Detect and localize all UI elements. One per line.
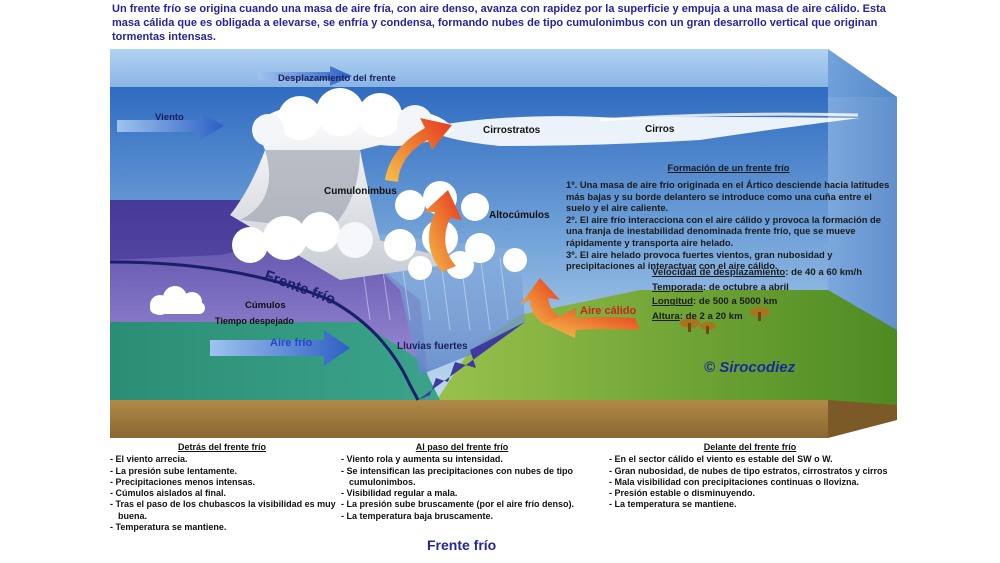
list-item: La presión sube bruscamente (por el aire… xyxy=(337,499,587,510)
label-cirros: Cirros xyxy=(645,124,675,135)
list-item: Cúmulos aislados al final. xyxy=(106,488,338,499)
label-lluvias: Lluvias fuertes xyxy=(397,341,468,352)
list-item: Tras el paso de los chubascos la visibil… xyxy=(106,499,338,522)
list-item: Se intensifican las precipitaciones con … xyxy=(337,466,587,489)
column-detras: Detrás del frente frío El viento arrecia… xyxy=(106,442,338,533)
list-item: La presión sube lentamente. xyxy=(106,466,338,477)
soil-side xyxy=(828,400,897,438)
front-wedge xyxy=(418,322,525,400)
stats-box: Velocidad de desplazamiento: de 40 a 60 … xyxy=(652,266,862,324)
list-item: En el sector cálido el viento es estable… xyxy=(605,454,895,465)
column-title: Detrás del frente frío xyxy=(177,442,267,452)
viento-arrow xyxy=(117,112,224,140)
label-cumulos: Cúmulos xyxy=(245,300,286,311)
cumulus-cloud xyxy=(150,286,205,315)
list-item: Visibilidad regular a mala. xyxy=(337,488,587,499)
aire-calido-arrow xyxy=(545,308,640,338)
list-item: El viento arrecia. xyxy=(106,454,338,465)
soil-front xyxy=(110,400,828,438)
desplazamiento-arrow xyxy=(258,66,352,86)
box-top xyxy=(110,49,897,97)
trees xyxy=(680,307,770,334)
aire-frio-arrow xyxy=(210,330,350,366)
stat-velocidad: Velocidad de desplazamiento: de 40 a 60 … xyxy=(652,267,863,278)
formation-box: Formación de un frente frío 1º. Una masa… xyxy=(566,162,891,273)
label-desplazamiento: Desplazamiento del frente xyxy=(278,73,396,84)
column-title: Al paso del frente frío xyxy=(415,442,509,452)
warm-arrow-middle xyxy=(424,190,462,272)
bottom-title: Frente frío xyxy=(427,537,497,553)
intro-text: Un frente frío se origina cuando una mas… xyxy=(112,3,886,43)
warm-arrow-lower xyxy=(520,278,562,325)
formation-step-3: 3º. El aire helado provoca fuertes vient… xyxy=(566,249,833,272)
formation-step-2: 2º. El aire frío interacciona con el air… xyxy=(566,214,881,248)
label-cirrostratos: Cirrostratos xyxy=(483,125,541,136)
label-viento: Viento xyxy=(155,112,184,123)
list-item: Temperatura se mantiene. xyxy=(106,522,338,533)
label-tiempo-despejado: Tiempo despejado xyxy=(215,316,294,326)
formation-step-1: 1º. Una masa de aire frío originada en e… xyxy=(566,179,890,213)
cumulonimbus-cloud xyxy=(230,88,480,280)
cold-ground xyxy=(110,322,440,400)
list-item: Precipitaciones menos intensas. xyxy=(106,477,338,488)
copyright-icon: © xyxy=(704,359,716,376)
column-title: Delante del frente frío xyxy=(703,442,797,452)
list-item: La temperatura se mantiene. xyxy=(605,499,895,510)
front-line xyxy=(109,260,420,401)
stat-altura: Altura: de 2 a 20 km xyxy=(652,310,743,322)
logo-name: Sirocodiez xyxy=(719,359,796,376)
cirrostratus-cloud xyxy=(440,116,860,146)
list-item: Gran nubosidad, de nubes de tipo estrato… xyxy=(605,466,895,477)
column-al-paso: Al paso del frente frío Viento rola y au… xyxy=(337,442,587,522)
label-cumulonimbus: Cumulonimbus xyxy=(324,186,397,197)
label-altocumulos: Altocúmulos xyxy=(489,210,550,221)
column-delante: Delante del frente frío En el sector cál… xyxy=(605,442,895,511)
logo: © Sirocodiez xyxy=(704,359,795,377)
stat-temporada: Temporada: de octubre a abril xyxy=(652,281,789,293)
list-item: Mala visibilidad con precipitaciones con… xyxy=(605,477,895,488)
list-item: Presión estable o disminuyendo. xyxy=(605,488,895,499)
label-aire-calido: Aire cálido xyxy=(580,305,637,317)
stat-longitud: Longitud: de 500 a 5000 km xyxy=(652,296,778,308)
warm-arrow-upper xyxy=(385,118,452,182)
formation-title: Formación de un frente frío xyxy=(667,162,790,173)
list-item: La temperatura baja bruscamente. xyxy=(337,511,587,522)
label-aire-frio: Aire frío xyxy=(270,337,313,349)
list-item: Viento rola y aumenta su intensidad. xyxy=(337,454,587,465)
